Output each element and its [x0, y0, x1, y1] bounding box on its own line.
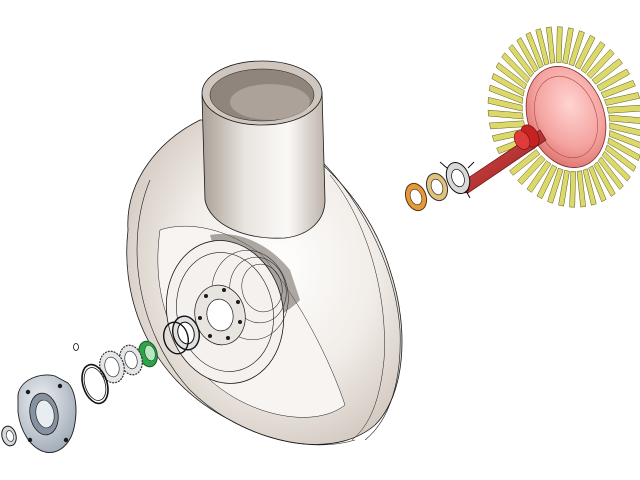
turbine-blade — [605, 144, 637, 172]
turbine-blade — [580, 41, 606, 74]
turbine-blade — [501, 52, 531, 84]
turbine-blade — [491, 72, 525, 97]
turbine-blade — [568, 30, 585, 67]
turbine-blade — [495, 62, 527, 90]
inlet-pipe — [201, 60, 326, 239]
bearing-spider-ring — [439, 161, 475, 199]
turbine-blade — [600, 80, 636, 99]
turbine-blade — [526, 160, 552, 193]
turbine-blade — [608, 114, 640, 124]
turbine-blade — [596, 68, 630, 92]
turbine-blade — [535, 28, 550, 66]
turbine-blade — [588, 165, 607, 203]
turbine-blade — [586, 49, 615, 79]
turbine-blade — [516, 37, 539, 73]
turbine-blade — [606, 104, 640, 114]
turbine-blade — [574, 34, 596, 70]
turbine-blade — [517, 155, 546, 185]
turbine-blade — [569, 171, 576, 208]
retaining-ring — [162, 315, 201, 355]
gear-washer — [99, 344, 143, 384]
turbine-blade — [488, 84, 524, 104]
small-bearing — [1, 425, 17, 447]
turbine-blade — [593, 161, 616, 197]
turbine-blade — [546, 26, 556, 64]
bearing-ring-yellow — [425, 172, 449, 202]
o-ring — [81, 363, 109, 405]
turbine-blade — [582, 168, 597, 206]
turbine-rotor-disc — [525, 66, 607, 168]
turbine-blade — [609, 122, 640, 137]
turbine-blade — [508, 44, 535, 78]
turbine-blade — [525, 31, 544, 69]
turbine-blade — [607, 137, 640, 162]
turbine-blade — [489, 120, 526, 130]
turbine-blade — [487, 109, 524, 120]
turbine-blade — [509, 149, 541, 176]
turbine-blade — [562, 27, 574, 65]
turbine-blade — [576, 170, 586, 208]
turbine-blade — [536, 164, 558, 200]
turbine-blade — [487, 97, 523, 112]
turbine-blade — [591, 58, 623, 85]
small-pin — [73, 343, 79, 351]
turbine-blade — [601, 150, 631, 182]
turbine-blade — [547, 167, 564, 204]
turbine-blade — [558, 169, 570, 207]
seal-ring-green — [138, 340, 158, 368]
turbine-blade — [608, 130, 640, 149]
front-flange-cover — [17, 374, 77, 453]
turbine-blade — [597, 156, 624, 190]
turbine-blade — [556, 26, 563, 63]
bearing-ring-orange — [404, 182, 428, 212]
